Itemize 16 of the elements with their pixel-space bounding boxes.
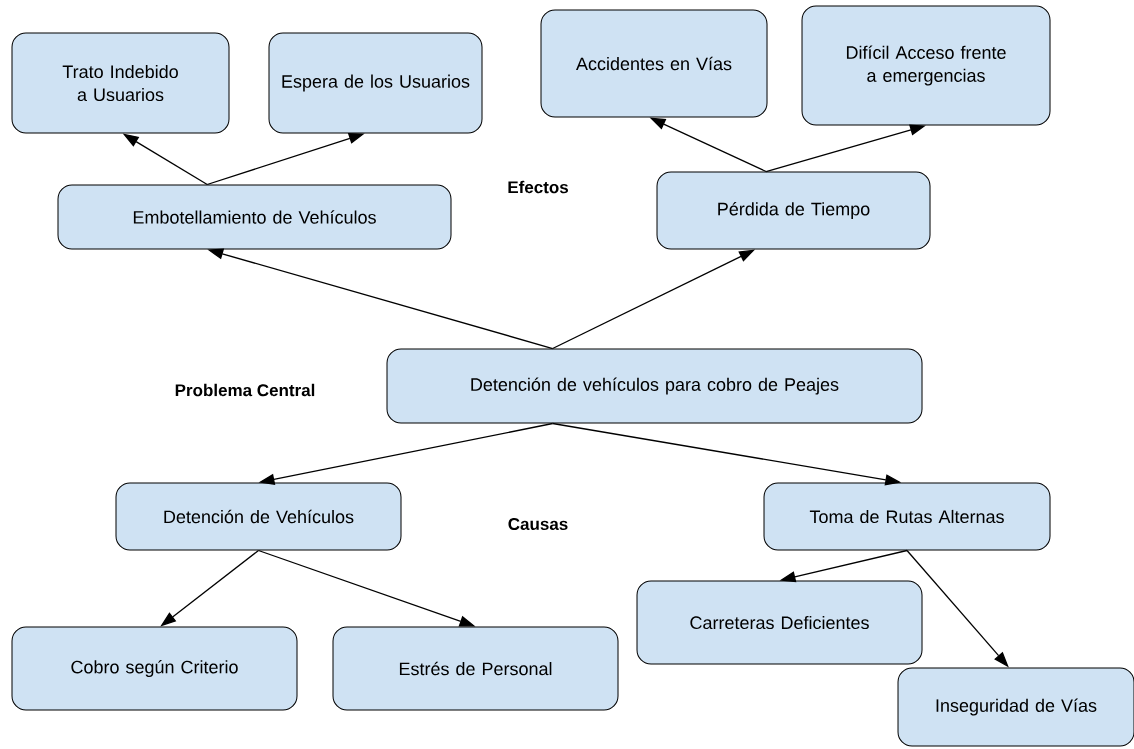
- process-box: Inseguridad de Vías: [897, 667, 1134, 747]
- section-label: Efectos: [508, 180, 568, 194]
- process-box: Embotellamiento de Vehículos: [57, 184, 452, 250]
- process-box: Detención de Vehículos: [115, 482, 402, 551]
- process-box: Difícil Acceso frente a emergencias: [801, 5, 1051, 126]
- process-box: Espera de los Usuarios: [268, 32, 483, 134]
- section-label: Causas: [508, 518, 568, 531]
- process-box: Carreteras Deficientes: [636, 580, 923, 665]
- section-label: Problema Central: [175, 383, 315, 397]
- process-box: Accidentes en Vías: [540, 9, 768, 118]
- process-box: Estrés de Personal: [332, 626, 619, 711]
- process-box: Toma de Rutas Alternas: [763, 482, 1051, 551]
- process-box: Trato Indebido a Usuarios: [11, 32, 230, 134]
- process-box: Cobro según Criterio: [11, 626, 298, 711]
- process-box: Detención de vehículos para cobro de Peajes: [386, 348, 923, 424]
- process-box: Pérdida de Tiempo: [656, 171, 931, 250]
